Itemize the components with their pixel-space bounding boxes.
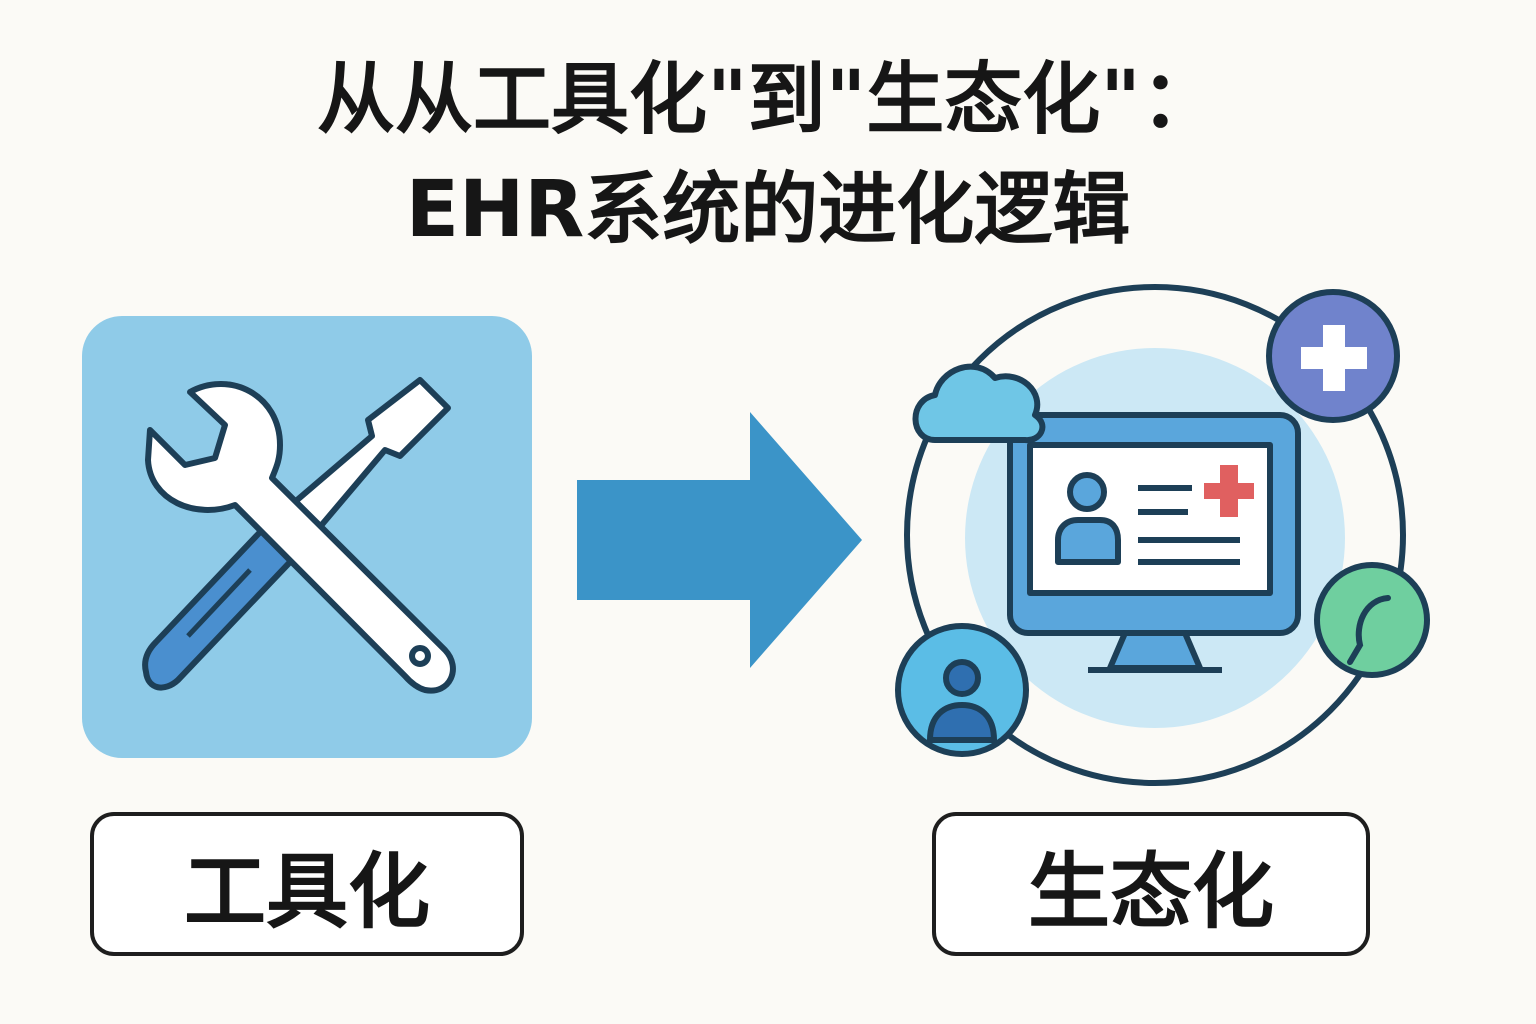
label-ecosystem-stage: 生态化 [932,812,1370,956]
cloud-icon [912,363,1046,444]
leaf-badge-icon [1314,562,1430,678]
user-badge-icon [895,623,1029,757]
title-line-1: 从从工具化"到"生态化"： [317,55,1219,145]
tools-panel [82,316,532,758]
monitor-icon [1007,412,1301,673]
title-line-2: EHR系统的进化逻辑 [405,165,1131,255]
arrow-right-icon [577,412,862,668]
wrench-icon [145,381,456,694]
medical-cross-icon [1204,465,1254,517]
ecosystem-illustration [895,284,1430,786]
label-tool-stage: 工具化 [90,812,524,956]
plus-badge-icon [1266,289,1400,423]
